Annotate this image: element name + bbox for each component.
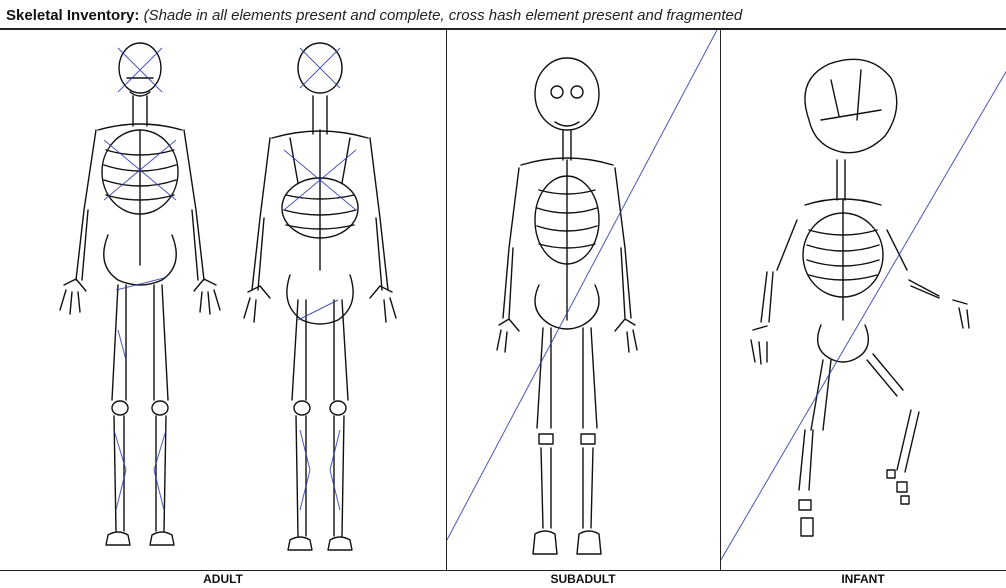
- not-applicable-strike: [721, 70, 1006, 570]
- adult-skeleton-anterior: [60, 43, 220, 545]
- infant-panel: [720, 30, 1006, 570]
- adult-skeleton-posterior: [244, 43, 396, 550]
- section-label: Skeletal Inventory:: [6, 7, 139, 24]
- instruction-text: (Shade in all elements present and compl…: [144, 7, 743, 24]
- infant-skeleton: [751, 59, 969, 536]
- subadult-skeleton: [497, 58, 637, 554]
- adult-panel: [0, 30, 446, 570]
- subadult-panel: [446, 30, 721, 570]
- adult-caption: ADULT: [0, 571, 446, 588]
- adult-skeleton-diagrams: [0, 30, 446, 570]
- form-header: Skeletal Inventory: (Shade in all elemen…: [0, 0, 1006, 30]
- not-applicable-strike: [447, 30, 717, 570]
- subadult-caption: SUBADULT: [446, 571, 720, 588]
- infant-skeleton-diagram: [721, 30, 1006, 570]
- infant-caption: INFANT: [720, 571, 1006, 588]
- subadult-skeleton-diagram: [447, 30, 721, 570]
